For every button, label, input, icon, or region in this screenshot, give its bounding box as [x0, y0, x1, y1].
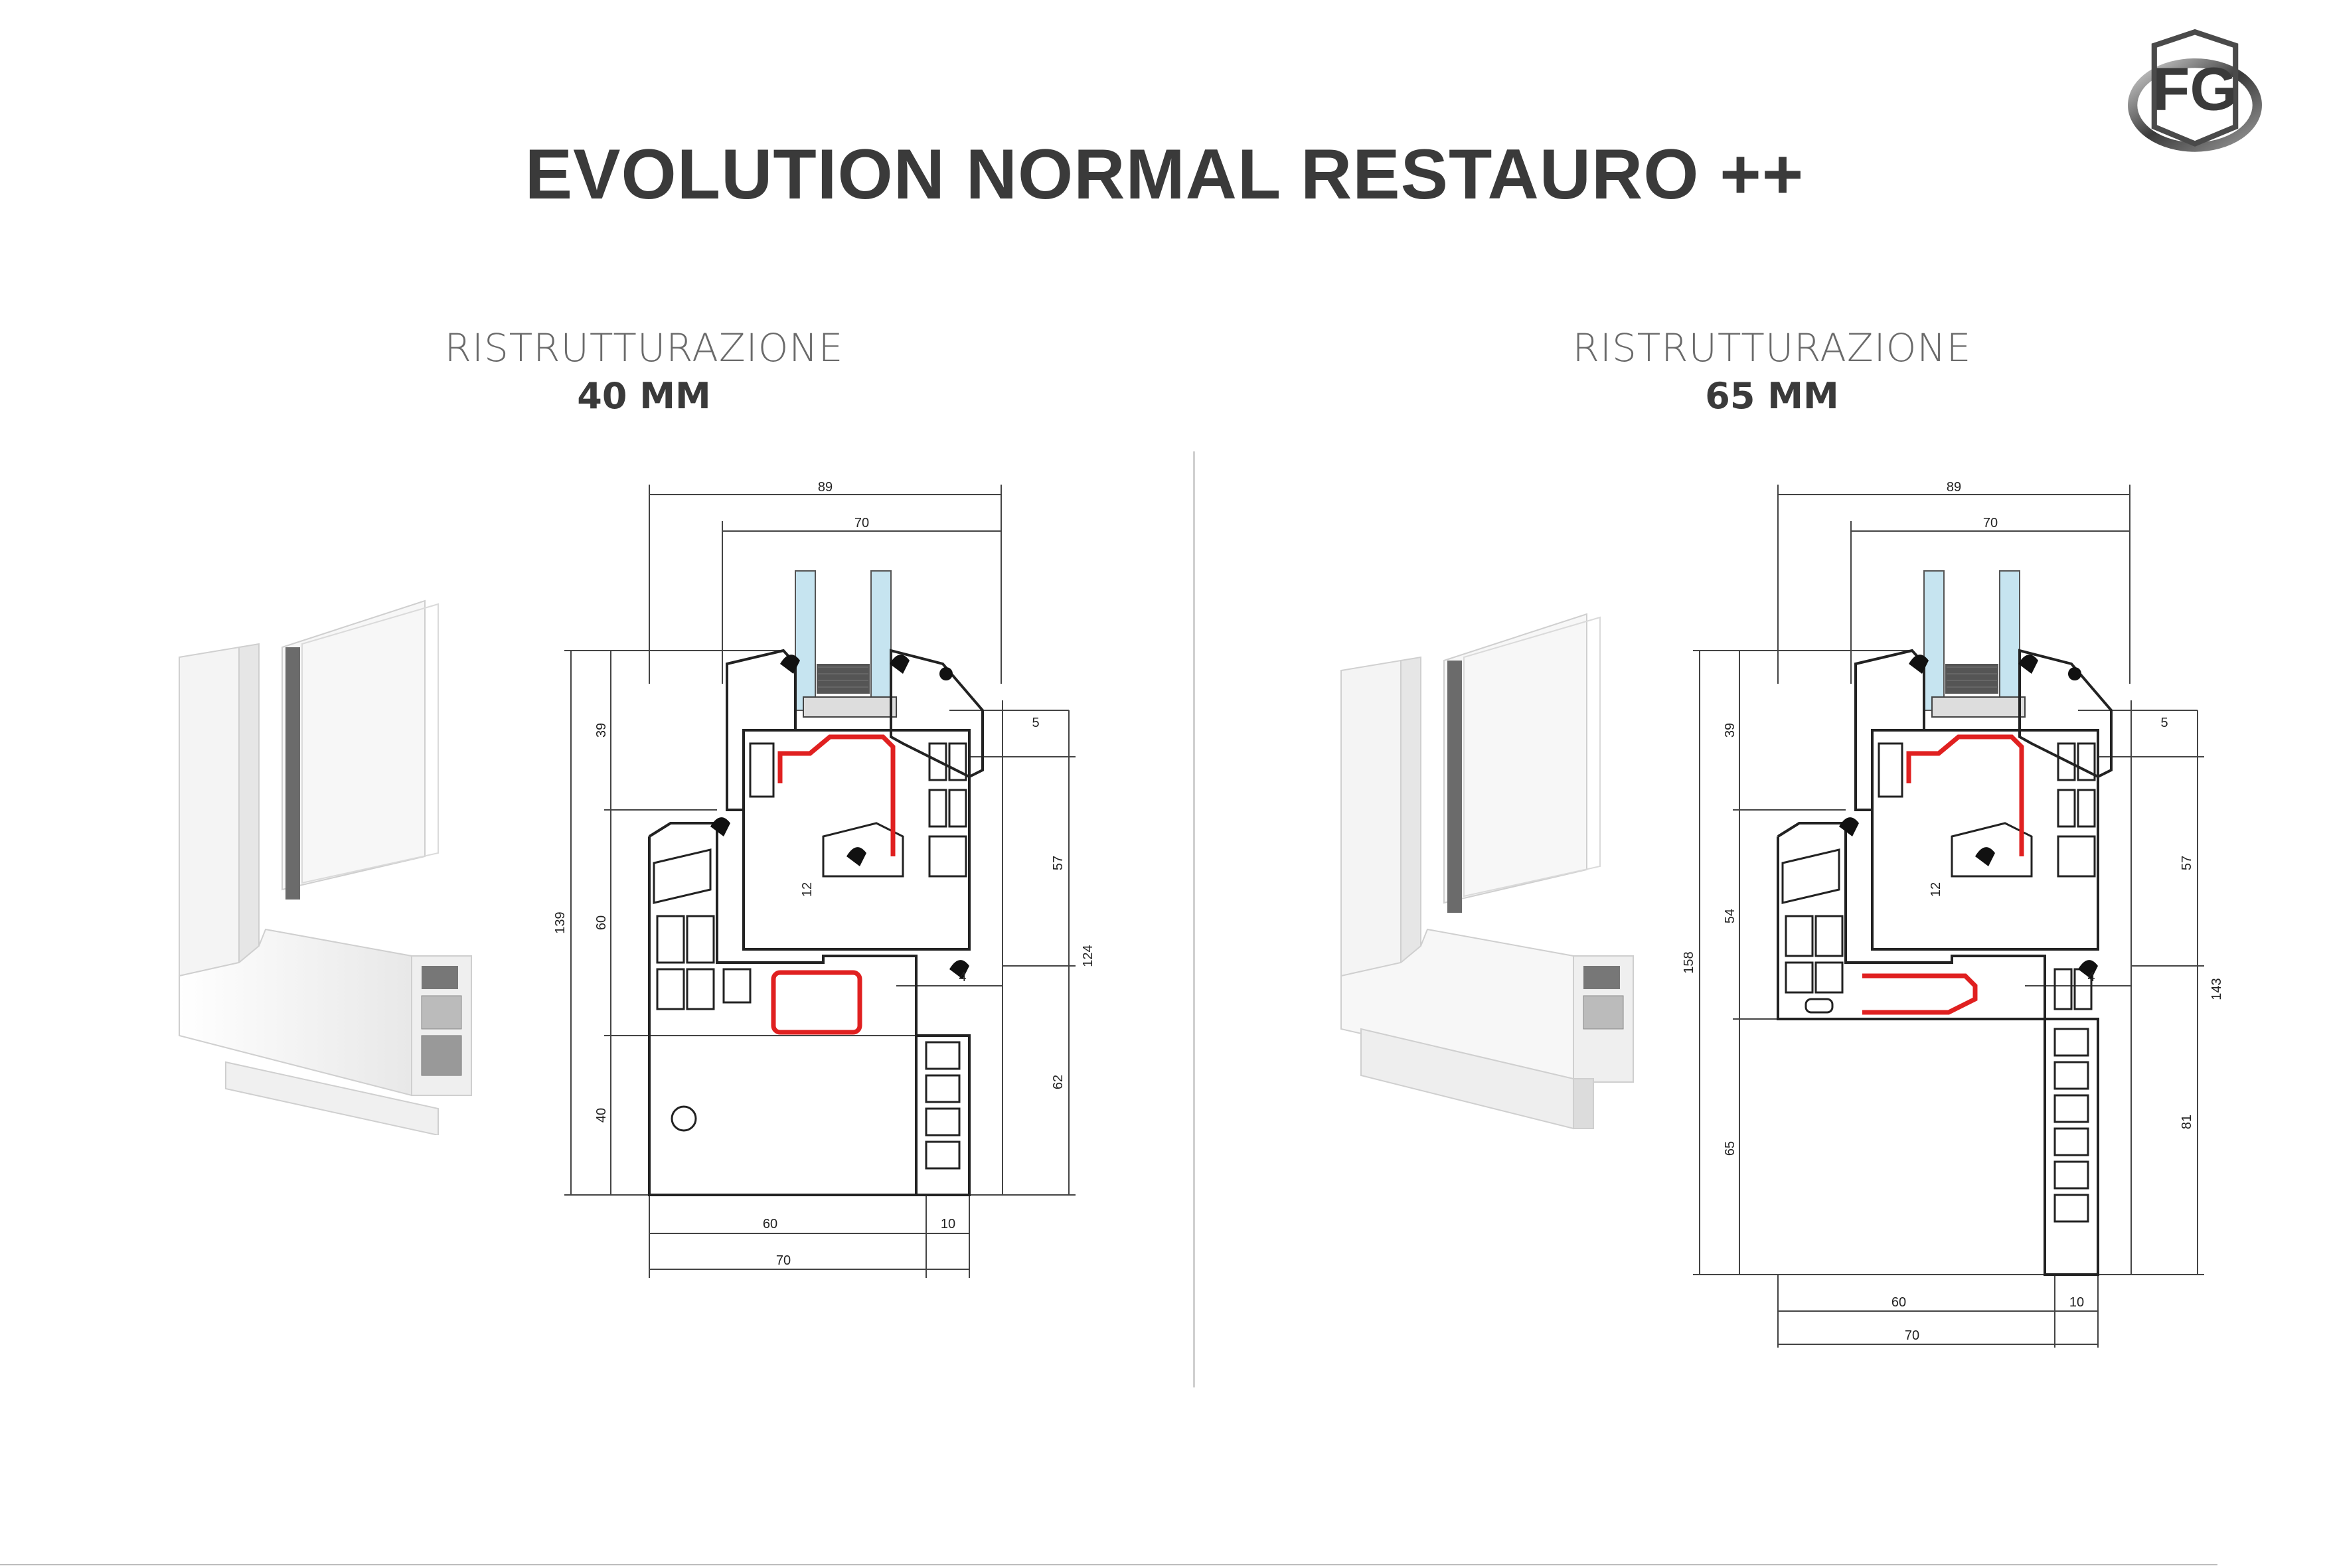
dim-right-low: 81 — [2180, 1115, 2194, 1129]
fg-logo-icon: FG — [2128, 29, 2262, 152]
dim-right-mid: 57 — [2180, 856, 2194, 870]
dim-left-top: 39 — [1723, 723, 1737, 738]
column-1-label: RISTRUTTURAZIONE — [444, 325, 844, 370]
dim-bottom-70: 70 — [776, 1253, 791, 1268]
dim-left-total: 158 — [1682, 951, 1696, 973]
dim-top-outer: 89 — [818, 480, 833, 495]
dim-inner-4: 4 — [2087, 970, 2095, 984]
dim-right-total: 124 — [1081, 945, 1095, 967]
logo-text: FG — [2152, 56, 2237, 123]
dim-bottom-70: 70 — [1905, 1328, 1919, 1343]
column-2-label: RISTRUTTURAZIONE — [1572, 325, 1972, 370]
dim-right-total: 143 — [2209, 978, 2224, 1000]
dim-top-inner: 70 — [1983, 516, 1998, 530]
dim-right-glass: 5 — [1032, 716, 1039, 730]
window-render-40mm — [179, 599, 472, 1135]
dim-left-mid: 54 — [1723, 909, 1737, 923]
dim-bottom-60: 60 — [763, 1217, 777, 1231]
dim-bottom-10: 10 — [2069, 1295, 2084, 1310]
dim-left-top: 39 — [594, 723, 609, 738]
dim-right-glass: 5 — [2160, 716, 2168, 730]
dim-left-total: 139 — [553, 911, 568, 933]
dim-top-outer: 89 — [1947, 480, 1961, 495]
page-title: EVOLUTION NORMAL RESTAURO ++ — [524, 134, 1805, 214]
dim-left-low: 65 — [1723, 1141, 1737, 1156]
dim-inner-4: 4 — [959, 970, 966, 984]
bottom-rule — [0, 1564, 2217, 1565]
column-divider — [1193, 451, 1195, 1387]
section-drawing-65mm: 89 70 5 57 143 81 39 54 65 158 12 4 60 1… — [1682, 480, 2224, 1348]
dim-inner-12: 12 — [800, 882, 815, 897]
dim-right-mid: 57 — [1051, 856, 1066, 870]
dim-top-inner: 70 — [854, 516, 869, 530]
column-1-value: 40 MM — [577, 375, 711, 417]
column-2-value: 65 MM — [1705, 375, 1839, 417]
dim-left-mid: 60 — [594, 915, 609, 930]
window-render-65mm — [1340, 613, 1634, 1130]
dim-bottom-10: 10 — [941, 1217, 955, 1231]
dim-inner-12: 12 — [1929, 882, 1943, 897]
dim-right-low: 62 — [1051, 1075, 1066, 1089]
dim-left-low: 40 — [594, 1108, 609, 1123]
section-drawing-40mm: 89 70 5 57 124 62 39 60 40 139 12 4 60 1… — [553, 480, 1095, 1278]
dim-bottom-60: 60 — [1891, 1295, 1906, 1310]
